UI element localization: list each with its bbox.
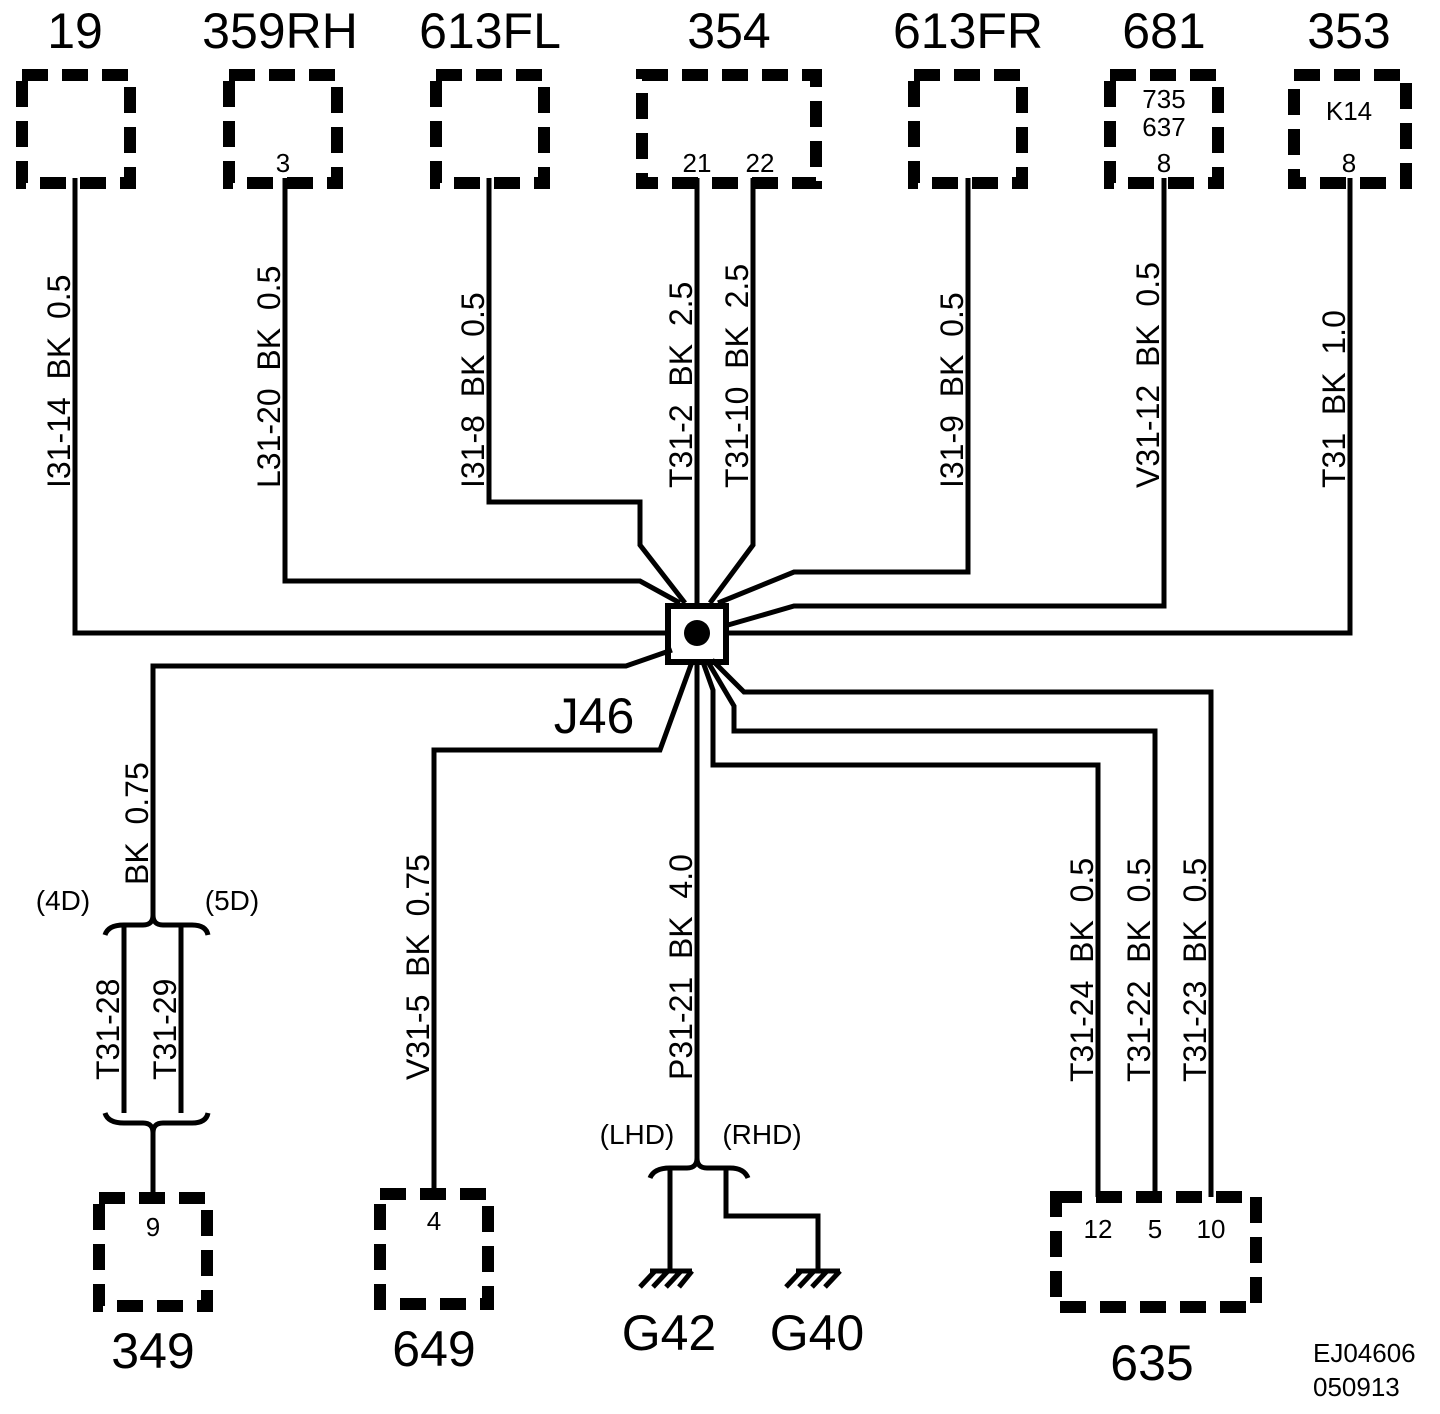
- connector-649-pin: 4: [427, 1206, 441, 1236]
- connector-613fr-label: 613FR: [893, 3, 1043, 59]
- connector-359rh: [223, 69, 343, 189]
- ground-brace: [647, 1157, 751, 1180]
- connector-353-label: 353: [1307, 3, 1390, 59]
- connector-649: [374, 1188, 494, 1310]
- wire-label-v31-12: V31-12 BK 0.5: [1130, 262, 1166, 488]
- wire-label-i31-9: I31-9 BK 0.5: [934, 292, 970, 488]
- ground-g40-label: G40: [770, 1305, 865, 1361]
- connector-349: [93, 1192, 213, 1312]
- splice-j46-node: [684, 620, 710, 646]
- wire-t31-22: [705, 660, 1158, 1197]
- connector-635-pin-10: 10: [1197, 1214, 1226, 1244]
- wire-bk-0-75: [150, 647, 673, 920]
- connector-353: [1288, 69, 1412, 189]
- wire-l31-20: [282, 178, 682, 606]
- connector-354-pin-22: 22: [746, 148, 775, 178]
- ground-g42-label: G42: [622, 1305, 717, 1361]
- connector-681-pin: 8: [1157, 148, 1171, 178]
- connector-354-label: 354: [687, 3, 770, 59]
- variant-rhd: (RHD): [722, 1119, 801, 1150]
- variant-lhd: (LHD): [600, 1119, 675, 1150]
- splice-j46-label: J46: [554, 688, 635, 744]
- wire-label-t31-23: T31-23 BK 0.5: [1177, 858, 1213, 1082]
- drawing-code: EJ04606: [1313, 1338, 1416, 1368]
- wire-label-t31-29: T31-29: [147, 979, 183, 1080]
- connector-681-inner-637: 637: [1142, 112, 1185, 142]
- wire-label-l31-20: L31-20 BK 0.5: [251, 266, 287, 488]
- wire-label-bk-0-75: BK 0.75: [119, 762, 155, 885]
- wire-label-t31-24: T31-24 BK 0.5: [1064, 858, 1100, 1082]
- wire-i31-8: [486, 178, 687, 605]
- connector-681-inner-735: 735: [1142, 84, 1185, 114]
- connector-613fl: [430, 69, 550, 189]
- wire-v31-5: [431, 661, 695, 1194]
- wire-t31-10: [707, 178, 756, 605]
- connector-649-label: 649: [392, 1321, 475, 1377]
- connector-354: [636, 69, 822, 189]
- ground-g42-symbol: [638, 1268, 694, 1289]
- connector-353-pin: 8: [1342, 148, 1356, 178]
- connector-359rh-pin: 3: [276, 148, 290, 178]
- wire-label-i31-8: I31-8 BK 0.5: [455, 292, 491, 488]
- connector-681: [1104, 69, 1224, 189]
- connector-613fr: [908, 69, 1028, 189]
- lower-brace: [102, 1112, 211, 1134]
- connector-613fl-label: 613FL: [419, 3, 561, 59]
- connector-349-label: 349: [111, 1323, 194, 1379]
- connector-635-pin-5: 5: [1148, 1214, 1162, 1244]
- connector-635-label: 635: [1110, 1335, 1193, 1391]
- wire-label-p31-21: P31-21 BK 4.0: [663, 854, 699, 1080]
- upper-brace: [102, 914, 211, 936]
- connector-635-pin-12: 12: [1084, 1214, 1113, 1244]
- drawing-date: 050913: [1313, 1372, 1400, 1402]
- variant-4d: (4D): [36, 885, 90, 916]
- wire-v31-12: [727, 178, 1167, 628]
- wire-t31-23: [710, 658, 1214, 1197]
- connector-635: [1050, 1191, 1262, 1313]
- wire-i31-9: [717, 178, 971, 606]
- wire-to-g40: [723, 1168, 821, 1271]
- wire-label-t31-2: T31-2 BK 2.5: [663, 282, 699, 488]
- wire-t31: [728, 178, 1353, 636]
- connector-359rh-label: 359RH: [202, 3, 358, 59]
- wire-label-t31-10: T31-10 BK 2.5: [719, 264, 755, 488]
- connector-349-pin: 9: [146, 1212, 160, 1242]
- wire-label-i31-14: I31-14 BK 0.5: [41, 275, 77, 488]
- wire-label-t31-28: T31-28: [90, 979, 126, 1080]
- connector-354-pin-21: 21: [683, 148, 712, 178]
- variant-5d: (5D): [205, 885, 259, 916]
- connector-353-inner-k14: K14: [1326, 96, 1372, 126]
- wire-label-t31: T31 BK 1.0: [1316, 310, 1352, 488]
- connector-681-label: 681: [1122, 3, 1205, 59]
- wire-t31-24: [700, 661, 1101, 1197]
- wire-i31-14: [72, 178, 668, 636]
- connector-19-label: 19: [47, 3, 103, 59]
- wire-label-v31-5: V31-5 BK 0.75: [400, 854, 436, 1080]
- connector-19: [16, 69, 136, 189]
- wire-label-t31-22: T31-22 BK 0.5: [1121, 858, 1157, 1082]
- ground-g40-symbol: [784, 1268, 842, 1289]
